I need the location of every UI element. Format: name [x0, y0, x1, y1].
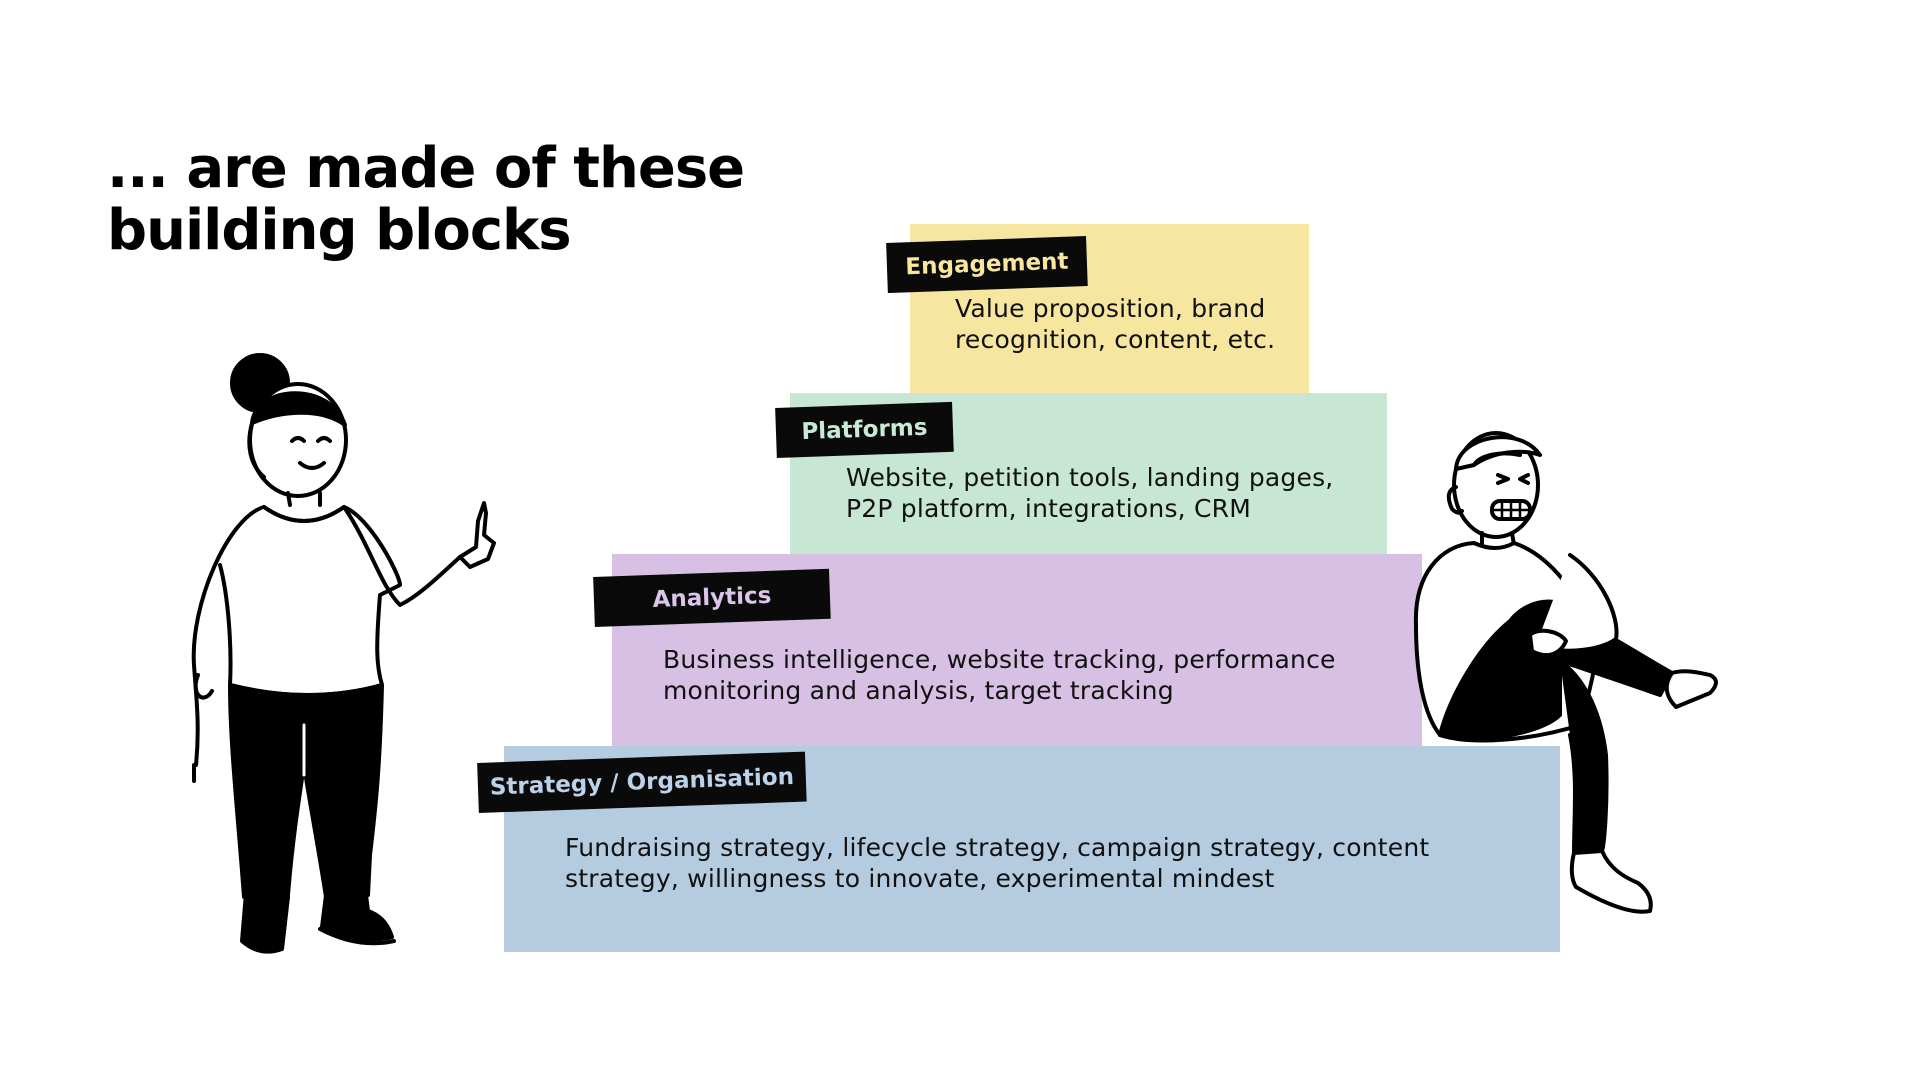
description-strategy-organisation: Fundraising strategy, lifecycle strategy…: [565, 833, 1430, 893]
description-engagement: Value proposition, brand recognition, co…: [955, 294, 1276, 354]
label-engagement: Engagement: [886, 236, 1088, 293]
description-analytics: Business intelligence, website tracking,…: [663, 645, 1336, 705]
page-title: ... are made of these building blocks: [107, 136, 745, 263]
page-title-line-1: ... are made of these: [107, 136, 745, 201]
description-platforms: Website, petition tools, landing pages, …: [846, 463, 1334, 523]
woman-pointing-illustration: [191, 353, 496, 954]
label-analytics: Analytics: [593, 568, 831, 627]
label-platforms: Platforms: [775, 401, 954, 458]
man-sitting-illustration: [1413, 431, 1718, 914]
page-title-line-2: building blocks: [107, 198, 572, 263]
